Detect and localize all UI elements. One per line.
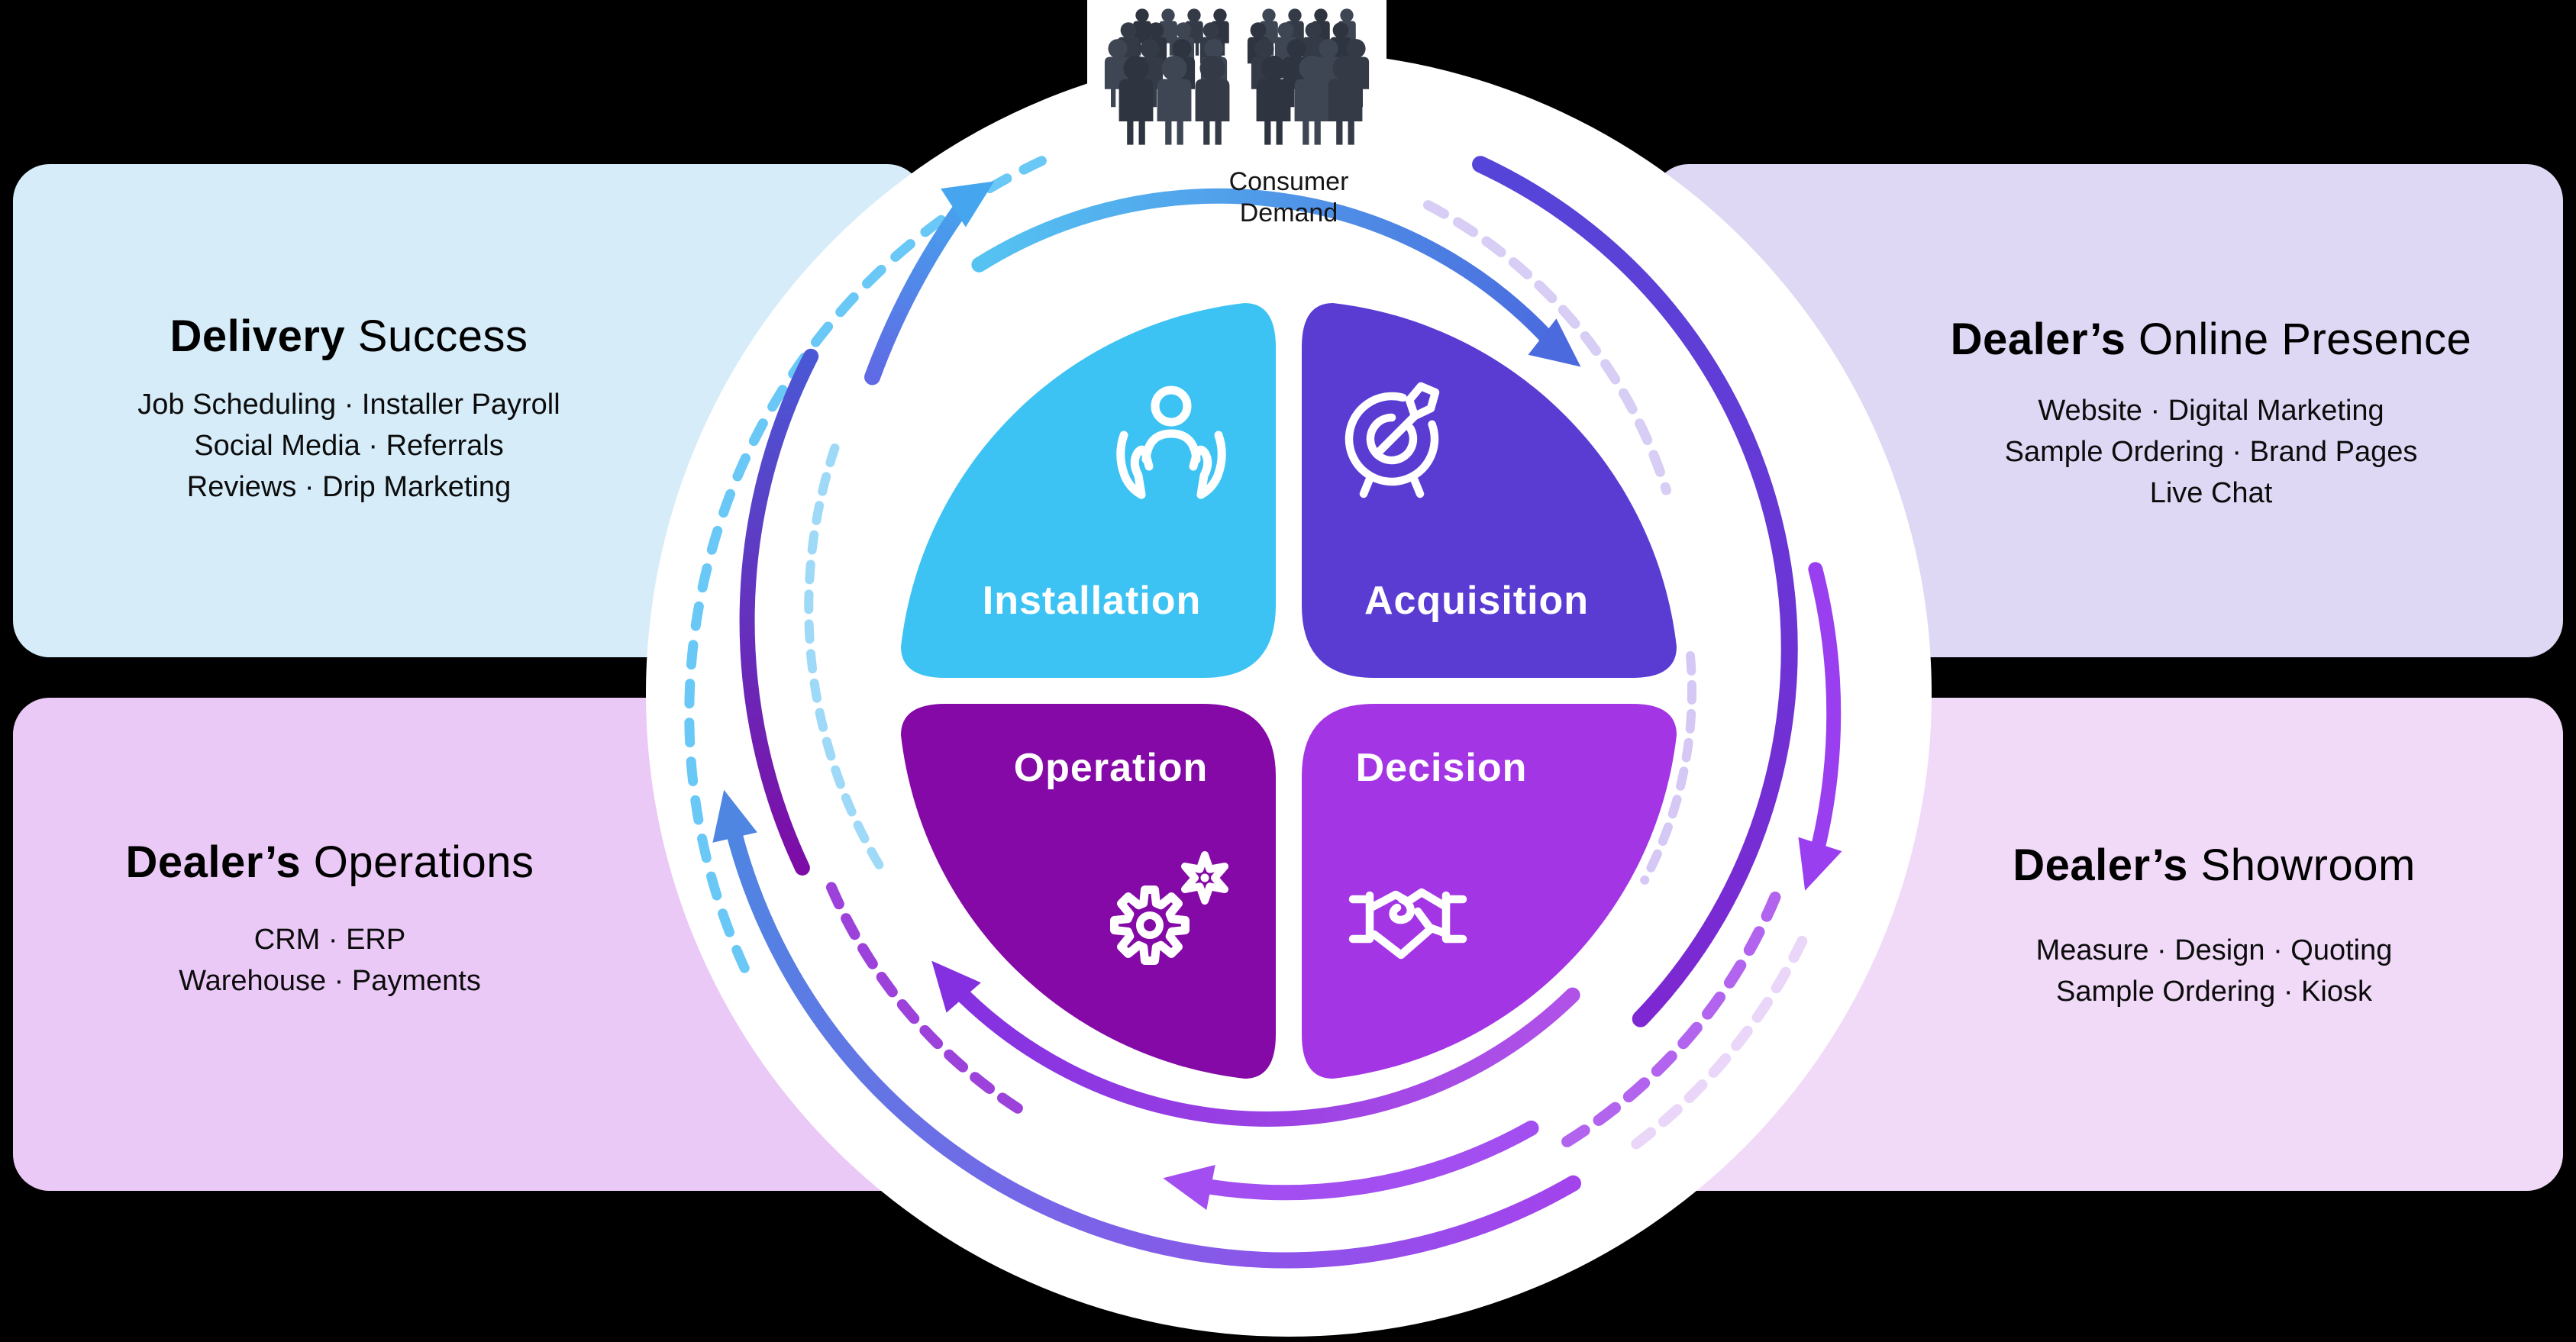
quadrant-label-acquisition: Acquisition: [1364, 579, 1590, 623]
cycle-arrows: [684, 151, 1842, 1269]
handshake-icon: [1348, 888, 1467, 960]
panel-body: Measure · Design · Quoting Sample Orderi…: [2035, 934, 2393, 1008]
target-dart-icon: [1344, 382, 1440, 498]
gears-icon: [1110, 851, 1228, 965]
panel-title: Delivery Success: [169, 311, 528, 361]
quadrant-decision: [1302, 704, 1677, 1079]
panel-body: Job Scheduling · Installer Payroll Socia…: [137, 389, 560, 503]
outer-circle: [646, 51, 1932, 1337]
panel-title: Dealer’s Online Presence: [1950, 315, 2472, 364]
quadrant-label-decision: Decision: [1355, 746, 1528, 790]
quadrant-operation: [901, 704, 1276, 1079]
quadrant-label-installation: Installation: [982, 579, 1202, 623]
consumer-demand-label: Consumer Demand: [1228, 167, 1349, 227]
care-hands-icon: [1116, 386, 1226, 499]
panel-body: Website · Digital Marketing Sample Order…: [2004, 395, 2418, 509]
panel-body: CRM · ERP Warehouse · Payments: [179, 924, 481, 997]
quadrant-label-operation: Operation: [1013, 746, 1209, 790]
panel-title: Dealer’s Showroom: [2013, 840, 2416, 890]
panel-title: Dealer’s Operations: [125, 837, 534, 887]
